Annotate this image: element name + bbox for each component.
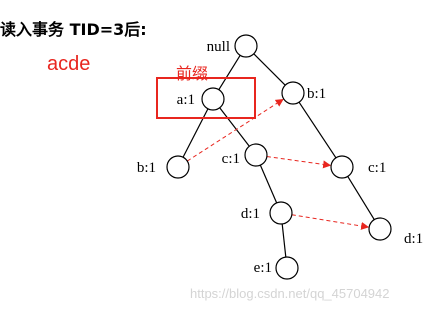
tree-node-e1 (275, 256, 299, 280)
tree-node-label-a1: a:1 (177, 92, 195, 108)
tree-node-b1_left (166, 155, 190, 179)
tree-node-label-b1_left: b:1 (137, 160, 156, 176)
tree-node-root (234, 34, 258, 58)
heading-lead: 读入事务 (0, 20, 70, 39)
tree-nodes: null a:1 b:1 b:1 c:1 c:1 d:1 d:1 e:1 (137, 34, 423, 280)
tree-node-label-b1_top: b:1 (307, 86, 326, 102)
node-links (186, 98, 370, 230)
tree-node-label-c1_mid: c:1 (222, 151, 240, 167)
tree-node-d1_mid (269, 201, 293, 225)
tree-node-label-d1_mid: d:1 (241, 206, 260, 222)
tree-edge-root-b1_top (253, 53, 286, 86)
tree-edge-c1_right-d1_right (347, 176, 375, 220)
prefix-highlight-box (156, 77, 256, 119)
tree-node-c1_right (330, 155, 354, 179)
prefix-label: 前缀 (176, 64, 208, 83)
node-link-arrow-c1_mid-c1_right (266, 156, 332, 169)
tree-node-d1_right (368, 217, 392, 241)
tree-node-label-e1: e:1 (254, 260, 272, 276)
tree-edge-a1-c1_mid (219, 107, 250, 147)
tree-node-label-d1_right: d:1 (404, 231, 423, 247)
tree-node-label-root: null (207, 39, 230, 55)
tree-node-label-c1_right: c:1 (368, 160, 386, 176)
tree-edge-root-a1 (218, 55, 241, 90)
tree-edges (182, 53, 375, 258)
node-link-arrow-d1_mid-d1_right (291, 214, 370, 230)
transaction-items-note: acde (47, 53, 91, 75)
heading: 读入事务 TID=3后: (0, 20, 147, 40)
tree-edge-c1_mid-d1_mid (259, 164, 278, 204)
tree-node-c1_mid (244, 143, 268, 167)
tree-node-a1 (201, 87, 225, 111)
heading-tid: TID=3后: (69, 20, 147, 39)
node-link-arrow-b1_left-b1_top (186, 98, 284, 162)
tree-node-b1_top (281, 81, 305, 105)
tree-edge-b1_top-c1_right (298, 101, 337, 159)
watermark: https://blog.csdn.net/qq_45704942 (190, 286, 390, 301)
tree-edge-a1-b1_left (182, 108, 209, 158)
tree-edge-d1_mid-e1 (281, 223, 287, 258)
